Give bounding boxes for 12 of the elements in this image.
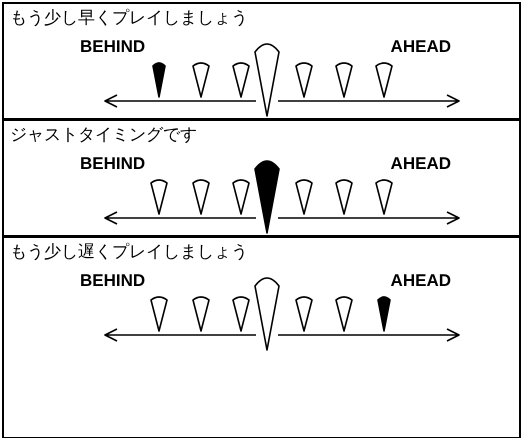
behind-label: BEHIND [80, 37, 146, 57]
ahead-label: AHEAD [390, 154, 451, 174]
behind-label: BEHIND [80, 271, 146, 291]
panel-heading: もう少し早くプレイしましょう [10, 7, 248, 29]
ahead-label: AHEAD [390, 271, 451, 291]
message-panel [2, 2, 521, 120]
behind-label: BEHIND [80, 154, 146, 174]
panel-heading: ジャストタイミングです [10, 124, 197, 146]
ahead-label: AHEAD [390, 37, 451, 57]
panel-heading: もう少し遅くプレイしましょう [10, 241, 248, 263]
message-panel [2, 236, 521, 438]
message-panel [2, 119, 521, 237]
